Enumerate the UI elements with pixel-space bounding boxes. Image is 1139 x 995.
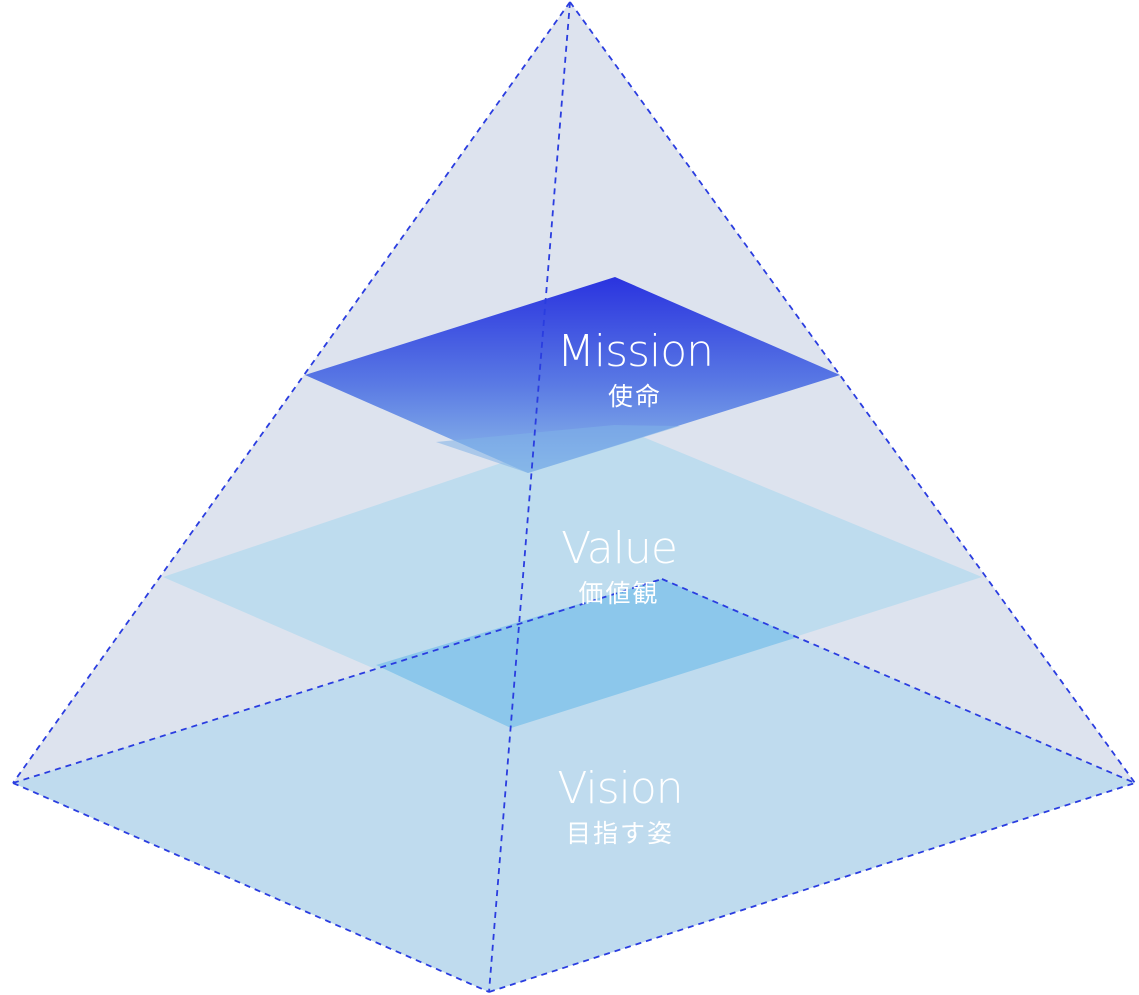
vision-label-jp: 目指す姿	[565, 819, 674, 848]
mission-label-jp: 使命	[607, 382, 663, 411]
value-label-jp: 価値観	[578, 579, 660, 608]
mission-layer	[305, 277, 840, 473]
edge-apex-front	[488, 1, 571, 993]
vision-layer	[13, 579, 1135, 992]
vision-label-en: Vision	[557, 763, 683, 814]
edge-base-front-left	[12, 782, 490, 993]
value-label-en: Value	[561, 523, 678, 574]
edge-apex-left	[12, 1, 571, 784]
mission-value-overlap	[436, 425, 680, 473]
edge-apex-right	[569, 1, 1136, 784]
value-vision-overlap	[376, 579, 798, 728]
edge-base-front-right	[488, 782, 1136, 993]
vision-label: Vision 目指す姿	[557, 763, 683, 848]
value-layer	[163, 425, 982, 728]
edge-base-back-left	[12, 578, 663, 784]
mission-label-en: Mission	[556, 326, 714, 377]
edge-base-back-right	[661, 578, 1136, 784]
mission-label: Mission 使命	[556, 326, 714, 411]
value-label: Value 価値観	[561, 523, 678, 608]
